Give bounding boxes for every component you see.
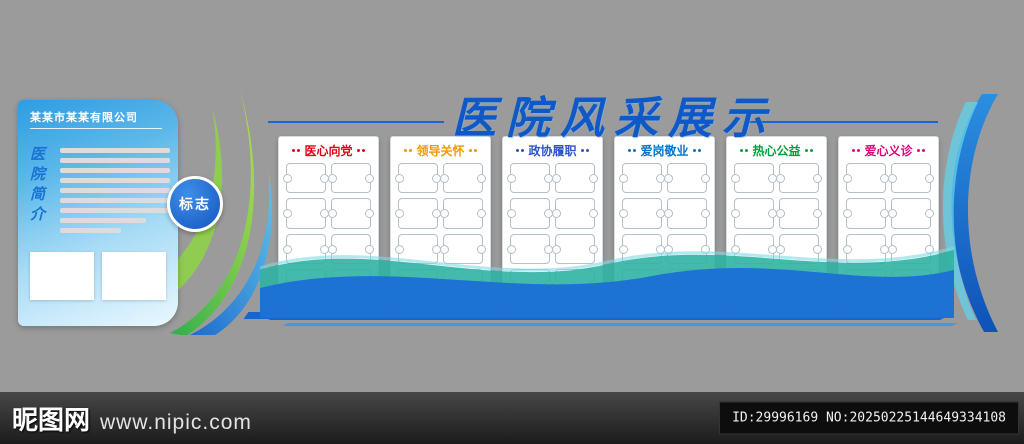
panel-title: 爱心义诊 [864,143,913,158]
photo-frame [283,163,329,194]
panel-header: 医心向党 [279,141,378,159]
title-accent-line-left [268,121,444,123]
photo-frame [440,198,486,229]
photo-frame [888,198,934,229]
watermark-bar: 昵图网 www.nipic.com ID:29996169 NO:2025022… [0,392,1024,444]
placeholder-image [30,252,94,300]
site-url: www.nipic.com [100,410,252,434]
company-name: 某某市某某有限公司 [30,112,138,124]
photo-frame [283,198,329,229]
panel-header: 政协履职 [503,141,602,159]
photo-frame [440,163,486,194]
panel-header: 爱心义诊 [839,141,938,159]
panel-header: 热心公益 [727,141,826,159]
panel-header: 爱岗敬业 [615,141,714,159]
photo-frame [395,198,441,229]
site-name: 昵图网 [12,404,91,435]
site-branding: 昵图网 www.nipic.com [12,400,252,437]
wave-ribbon-decor [260,246,954,318]
image-id-label: ID:29996169 NO:20250225144649334108 [719,401,1019,435]
header-dots-right [580,148,589,152]
photo-frame [731,163,777,194]
panel-header: 领导关怀 [391,141,490,159]
photo-frame [328,163,374,194]
photo-frame [552,163,598,194]
header-dots-right [468,148,477,152]
panel-title: 领导关怀 [416,143,465,158]
panel-title: 政协履职 [528,143,577,158]
photo-frame [776,163,822,194]
photo-frame [619,198,665,229]
header-dots-left [404,148,413,152]
bottom-strip-light [282,323,958,326]
header-dots-left [516,148,525,152]
photo-frame [328,198,374,229]
leaf-swoosh-decor [154,90,272,335]
photo-frame [619,163,665,194]
photo-frame [552,198,598,229]
header-dots-right [692,148,701,152]
company-name-rule [30,128,162,129]
panel-title: 医心向党 [304,143,353,158]
header-dots-left [292,148,301,152]
panel-title: 爱岗敬业 [640,143,689,158]
logo-badge-label: 标志 [179,196,211,212]
intro-vertical-label: 医院简介 [28,146,45,226]
header-dots-left [852,148,861,152]
photo-frame [664,163,710,194]
photo-frame [843,163,889,194]
wall-title: 医院风采展示 [452,93,776,144]
logo-badge: 标志 [167,176,223,232]
placeholder-text-lines [60,148,170,238]
panel-title: 热心公益 [752,143,801,158]
header-dots-right [356,148,365,152]
photo-frame [843,198,889,229]
photo-frame [507,198,553,229]
header-dots-right [916,148,925,152]
photo-frame [395,163,441,194]
header-dots-left [628,148,637,152]
placeholder-image [102,252,166,300]
bottom-strip-dark [268,317,946,320]
title-accent-line-right [748,121,938,123]
photo-frame [776,198,822,229]
photo-frame [507,233,553,264]
photo-frame [552,233,598,264]
photo-frame [507,163,553,194]
header-dots-right [804,148,813,152]
intro-board: 某某市某某有限公司 医院简介 [18,100,178,326]
header-dots-left [740,148,749,152]
photo-frame [731,198,777,229]
photo-frame [440,233,486,264]
photo-frame [664,198,710,229]
photo-frame [888,163,934,194]
